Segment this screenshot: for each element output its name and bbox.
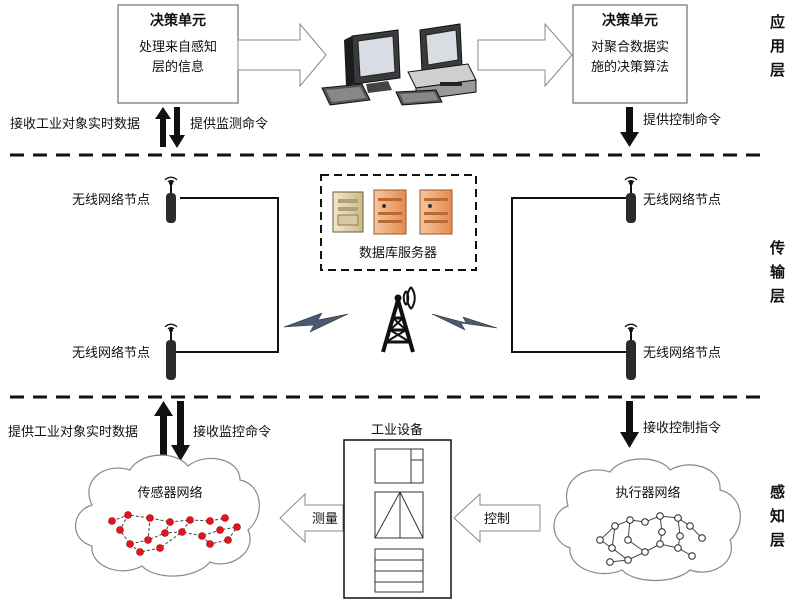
server-icon	[373, 189, 407, 235]
node-label-top-left: 无线网络节点	[72, 192, 150, 208]
industrial-device-label: 工业设备	[371, 422, 423, 438]
label-provide-monitor: 提供监测命令	[190, 116, 268, 132]
wireless-node-icon	[164, 176, 178, 223]
node-label-bottom-right: 无线网络节点	[643, 345, 721, 361]
arrow-down-sensor-receive	[171, 401, 190, 461]
layer-char: 传	[769, 239, 785, 257]
label-receive-control: 接收控制指令	[643, 420, 721, 436]
sensor-node-icon	[108, 511, 241, 556]
wireless-node-icon	[164, 323, 178, 380]
decision-left-line1: 处理来自感知	[139, 39, 217, 55]
layer-char: 知	[770, 507, 785, 525]
decision-left-title: 决策单元	[150, 12, 206, 29]
wire-right	[511, 197, 629, 353]
layer-label-transport: 传 输 层	[769, 239, 786, 305]
node-label-bottom-left: 无线网络节点	[72, 345, 150, 361]
decision-box-left	[117, 4, 239, 104]
arrow-down-actuator-receive	[620, 401, 639, 448]
arrow-up-sensor-provide	[154, 401, 173, 460]
radio-tower-icon	[381, 286, 416, 353]
layer-char: 应	[770, 13, 785, 31]
hollow-arrow-left-to-pc	[237, 22, 327, 88]
control-arrow	[453, 492, 541, 544]
device-panel-middle	[374, 491, 424, 539]
server-icon	[332, 191, 364, 233]
decision-right-title: 决策单元	[602, 12, 658, 29]
wire-left	[175, 197, 279, 353]
layer-label-perception: 感 知 层	[770, 483, 785, 549]
layer-char: 用	[770, 37, 785, 55]
label-receive-monitor: 接收监控命令	[193, 424, 271, 440]
decision-box-right	[572, 4, 688, 104]
wireless-node-icon	[624, 176, 638, 223]
control-label: 控制	[484, 512, 510, 527]
layer-label-application: 应 用 层	[770, 13, 785, 79]
layer-char: 层	[770, 61, 785, 79]
decision-right-line1: 对聚合数据实	[591, 40, 669, 55]
hollow-arrow-pc-to-right	[477, 22, 573, 88]
server-icon	[419, 189, 453, 235]
node-label-top-right: 无线网络节点	[643, 192, 721, 208]
lightning-left-icon	[283, 312, 349, 333]
actuator-node-icon	[596, 512, 706, 566]
measure-label: 测量	[312, 512, 338, 527]
decision-left-line2: 层的信息	[152, 59, 204, 75]
actuator-network-label: 执行器网络	[615, 485, 680, 501]
db-server-label: 数据库服务器	[359, 245, 437, 261]
device-panel-top	[374, 448, 424, 484]
layer-char: 输	[770, 263, 786, 281]
desktop-computer-icon	[321, 29, 401, 106]
measure-arrow	[279, 492, 344, 544]
decision-right-line2: 施的决策算法	[591, 59, 669, 75]
wireless-node-icon	[624, 323, 638, 380]
device-panel-bottom	[374, 548, 424, 593]
layer-char: 感	[770, 483, 785, 501]
label-receive-realtime: 接收工业对象实时数据	[10, 116, 140, 132]
workstation-computer-icon	[395, 23, 477, 106]
layer-char: 层	[770, 531, 785, 549]
label-provide-realtime: 提供工业对象实时数据	[8, 424, 138, 440]
arrow-down-right-control	[620, 107, 639, 147]
layer-char: 层	[770, 287, 785, 305]
arrow-up-left-receive	[155, 107, 171, 147]
sensor-network-cloud	[75, 454, 260, 577]
sensor-network-label: 传感器网络	[137, 485, 202, 501]
label-provide-control: 提供控制命令	[643, 112, 721, 128]
arrow-down-left-provide	[169, 107, 185, 148]
lightning-right-icon	[431, 313, 498, 331]
